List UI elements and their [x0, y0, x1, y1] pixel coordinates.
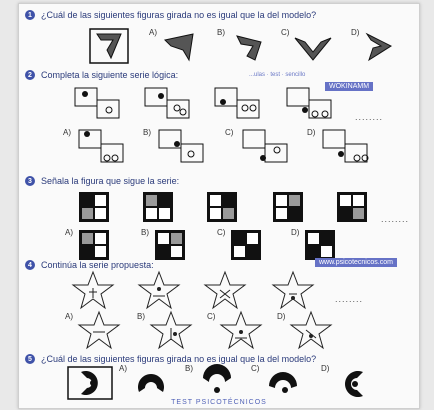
q2-series-figure-3: [214, 87, 260, 119]
q2-option-c-figure[interactable]: [241, 128, 297, 168]
question-3-text: Señala la figura que sigue la serie:: [41, 176, 180, 186]
q5-option-d-figure[interactable]: [335, 368, 375, 400]
q5-option-b-label: B): [185, 364, 193, 373]
q3-series-grid-1: [79, 192, 109, 222]
footer-watermark: TEST PSICOTÉCNICOS: [171, 399, 267, 406]
q5-option-d-label: D): [321, 364, 330, 373]
question-5-number: 5: [25, 354, 35, 364]
q1-option-c-label: C): [281, 28, 290, 37]
q1-option-a-figure[interactable]: [161, 32, 197, 62]
q2-option-d-figure[interactable]: [321, 128, 377, 168]
q1-option-d-label: D): [351, 28, 360, 37]
q4-watermark-stamp: www.psicotecnicos.com: [315, 258, 397, 267]
q4-series-star-2: [137, 270, 181, 310]
q2-series-figure-2: [144, 87, 190, 119]
question-2-number: 2: [25, 70, 35, 80]
question-5-header: 5 ¿Cuál de las siguientes figuras girada…: [25, 354, 316, 364]
q5-option-c-label: C): [251, 364, 260, 373]
q4-option-a-star[interactable]: [77, 310, 121, 350]
q3-option-d-grid[interactable]: [305, 230, 335, 260]
q2-continuation-dots: ........: [355, 112, 384, 122]
question-2-text: Completa la siguiente serie lógica:: [41, 70, 179, 80]
q1-option-b-figure[interactable]: [231, 32, 267, 62]
q5-model-figure: [67, 366, 113, 400]
q3-series-grid-3: [207, 192, 237, 222]
q3-option-b-label: B): [141, 228, 149, 237]
q2-option-d-label: D): [307, 128, 316, 137]
q2-series-figure-1: [74, 87, 120, 119]
question-1-number: 1: [25, 10, 35, 20]
q4-series-star-1: [71, 270, 115, 310]
q4-option-a-label: A): [65, 312, 73, 321]
question-4-header: 4 Continúa la serie propuesta:: [25, 260, 154, 270]
question-4-number: 4: [25, 260, 35, 270]
q5-option-b-figure[interactable]: [197, 364, 237, 400]
q2-option-b-label: B): [143, 128, 151, 137]
q3-option-a-grid[interactable]: [79, 230, 109, 260]
question-5-text: ¿Cuál de las siguientes figuras girada n…: [41, 354, 317, 364]
q4-series-star-3: [203, 270, 247, 310]
q2-watermark-text: ...ulas · test · sencillo: [249, 72, 306, 78]
q3-option-b-grid[interactable]: [155, 230, 185, 260]
q5-option-a-figure[interactable]: [131, 368, 171, 400]
q4-option-d-label: D): [277, 312, 286, 321]
q4-series-star-4: [271, 270, 315, 310]
q5-option-c-figure[interactable]: [263, 368, 303, 400]
q2-watermark-stamp: WOKINAMM: [325, 82, 374, 91]
question-4-text: Continúa la serie propuesta:: [41, 260, 154, 270]
worksheet-page: 1 ¿Cuál de las siguientes figuras girada…: [18, 3, 420, 409]
q3-series-grid-4: [273, 192, 303, 222]
q2-option-a-figure[interactable]: [77, 128, 133, 168]
q3-option-d-label: D): [291, 228, 300, 237]
q2-option-c-label: C): [225, 128, 234, 137]
q5-option-a-label: A): [119, 364, 127, 373]
q1-option-c-figure[interactable]: [293, 34, 333, 62]
question-1-text: ¿Cuál de las siguientes figuras girada n…: [41, 10, 317, 20]
q4-option-b-star[interactable]: [149, 310, 193, 350]
q3-option-c-label: C): [217, 228, 226, 237]
q2-option-a-label: A): [63, 128, 71, 137]
q4-continuation-dots: ........: [335, 294, 364, 304]
q1-option-d-figure[interactable]: [363, 32, 395, 62]
q3-continuation-dots: ........: [381, 214, 410, 224]
q1-model-figure: [89, 28, 129, 64]
q3-series-grid-5: [337, 192, 367, 222]
question-3-number: 3: [25, 176, 35, 186]
q1-option-b-label: B): [217, 28, 225, 37]
q4-option-c-label: C): [207, 312, 216, 321]
q4-option-d-star[interactable]: [289, 310, 333, 350]
q3-option-c-grid[interactable]: [231, 230, 261, 260]
q2-option-b-figure[interactable]: [157, 128, 213, 168]
question-2-header: 2 Completa la siguiente serie lógica:: [25, 70, 178, 80]
question-1-header: 1 ¿Cuál de las siguientes figuras girada…: [25, 10, 316, 20]
question-3-header: 3 Señala la figura que sigue la serie:: [25, 176, 179, 186]
q4-option-c-star[interactable]: [219, 310, 263, 350]
q1-option-a-label: A): [149, 28, 157, 37]
q3-option-a-label: A): [65, 228, 73, 237]
q2-series-figure-4: [286, 87, 332, 119]
q3-series-grid-2: [143, 192, 173, 222]
q4-option-b-label: B): [137, 312, 145, 321]
